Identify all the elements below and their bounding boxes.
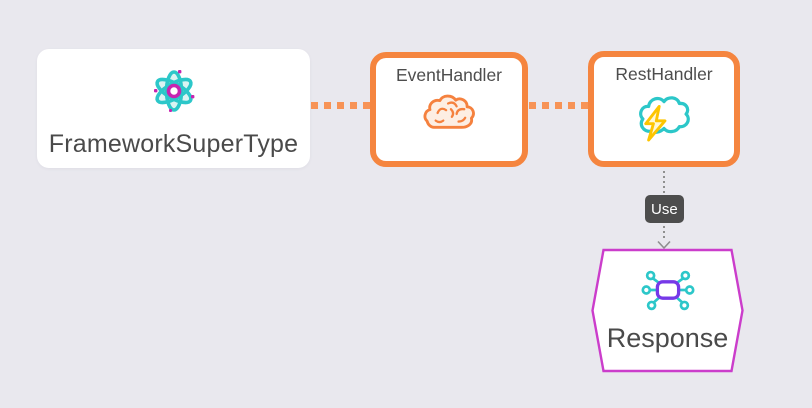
network-hub-icon: [640, 267, 695, 318]
node-label: FrameworkSuperType: [48, 130, 299, 158]
node-label: EventHandler: [395, 65, 503, 85]
hexagon-shape: [591, 248, 744, 373]
arrow-down-icon: [656, 237, 672, 255]
node-framework-super-type[interactable]: FrameworkSuperType: [37, 49, 310, 168]
edge-label: Use: [651, 200, 678, 218]
node-label: RestHandler: [615, 64, 713, 84]
node-response[interactable]: Response: [590, 248, 745, 373]
atom-icon: [148, 65, 200, 122]
node-rest-handler[interactable]: RestHandler: [588, 51, 740, 167]
cloud-lightning-icon: [636, 92, 692, 147]
node-event-handler[interactable]: EventHandler: [370, 52, 528, 167]
edge-eventhandler-to-resthandler: [529, 102, 589, 109]
edge-framework-to-eventhandler: [311, 102, 371, 109]
node-label: Response: [606, 323, 729, 353]
brain-icon: [422, 93, 476, 138]
edge-label-badge[interactable]: Use: [645, 195, 684, 223]
